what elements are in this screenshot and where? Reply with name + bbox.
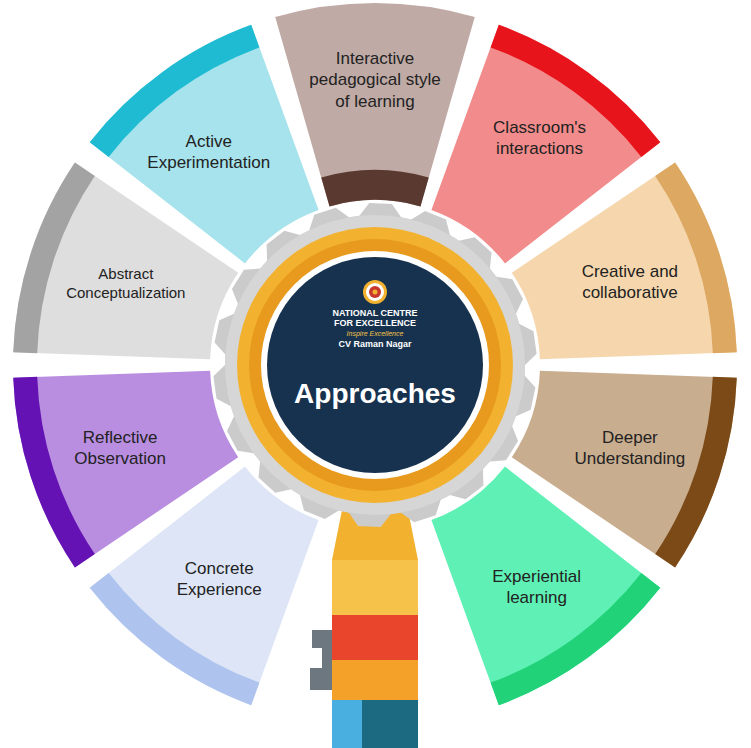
emblem-ring	[363, 280, 387, 304]
label-group: Abstract Conceptualization	[56, 265, 196, 303]
key-band	[332, 700, 362, 748]
emblem-inner	[366, 283, 384, 301]
wheel-segment: Creative and collaborative	[511, 162, 737, 360]
segment-fill	[431, 467, 660, 706]
segment-label: Experiential learning	[474, 566, 599, 609]
label-group: Interactive pedagogical style of learnin…	[306, 48, 444, 112]
segment-fill	[90, 25, 319, 264]
segment-label: Deeper Understanding	[562, 427, 697, 470]
segment-band	[13, 377, 95, 568]
wheel-segment: Reflective Observation	[13, 370, 239, 568]
gold-ring	[237, 227, 513, 503]
segment-label: Concrete Experience	[159, 558, 279, 601]
wheel-segment: Active Experimentation	[89, 24, 319, 264]
key-band	[332, 700, 418, 748]
gear-body	[225, 215, 525, 515]
segment-label: Abstract Conceptualization	[56, 265, 196, 303]
key-band	[332, 615, 418, 660]
key-teeth	[310, 630, 332, 690]
segment-band	[321, 170, 429, 206]
segment-band	[655, 163, 737, 354]
segment-band	[90, 25, 260, 157]
logo-tagline: Inspire Excellence	[320, 330, 430, 338]
segment-band	[655, 377, 737, 568]
key-band	[332, 660, 418, 700]
gold-ring-inner	[249, 239, 501, 491]
wheel-segment: Experiential learning	[431, 466, 661, 706]
segment-label: Creative and collaborative	[570, 261, 690, 304]
label-group: Creative and collaborative	[570, 261, 690, 304]
logo-location: CV Raman Nagar	[315, 339, 435, 350]
segment-band	[13, 163, 95, 354]
logo-title: NATIONAL CENTRE FOR EXCELLENCE	[325, 308, 425, 329]
emblem-dot	[373, 290, 378, 295]
segment-fill	[512, 163, 737, 360]
label-group: Reflective Observation	[60, 427, 180, 470]
center-hub: NATIONAL CENTRE FOR EXCELLENCEInspire Ex…	[267, 257, 483, 473]
logo-emblem	[362, 279, 388, 305]
gear-group	[213, 203, 536, 527]
label-group: Classroom's interactions	[480, 117, 600, 160]
segment-label: Active Experimentation	[141, 131, 277, 174]
segment-label: Reflective Observation	[60, 427, 180, 470]
label-group: Concrete Experience	[159, 558, 279, 601]
segment-label: Classroom's interactions	[480, 117, 600, 160]
white-ring	[261, 251, 489, 479]
key-band	[332, 560, 418, 615]
hub-title: Approaches	[280, 378, 470, 410]
segment-fill	[13, 371, 238, 568]
segment-label: Interactive pedagogical style of learnin…	[306, 48, 444, 112]
gear-ring	[213, 203, 536, 527]
segment-shape	[13, 370, 239, 568]
label-group: Experiential learning	[474, 566, 599, 609]
emblem-core	[369, 286, 381, 298]
label-group: Deeper Understanding	[562, 427, 697, 470]
label-group: Active Experimentation	[141, 131, 277, 174]
segment-shape	[511, 162, 737, 360]
